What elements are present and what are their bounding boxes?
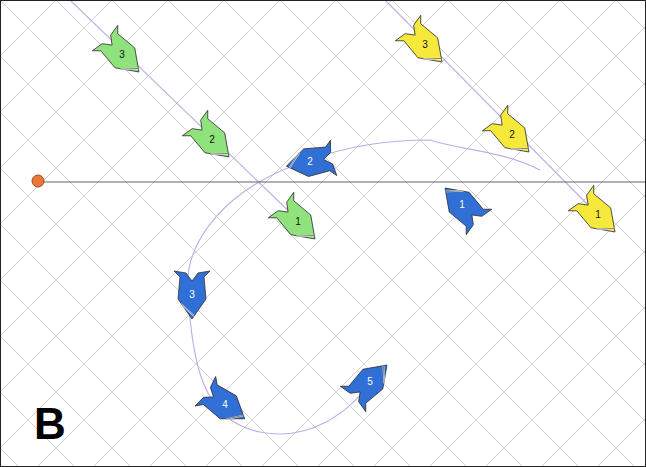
tracks (70, 0, 598, 434)
mark-buoy (32, 175, 44, 187)
callout-number: 1 (459, 200, 465, 210)
callout-number: 1 (595, 210, 601, 220)
callout-number: 2 (307, 157, 313, 167)
callout-number: 1 (295, 217, 301, 227)
callout-number: 3 (189, 290, 195, 300)
boats (92, 15, 627, 433)
callout-number: 2 (209, 135, 215, 145)
callout-number: 3 (119, 50, 125, 60)
callout-number: 4 (222, 400, 228, 410)
callout-number: 3 (422, 40, 428, 50)
callout-number: 5 (367, 377, 373, 387)
callout-number: 2 (509, 130, 515, 140)
start-line (38, 181, 646, 182)
panel-label: B (34, 402, 66, 446)
